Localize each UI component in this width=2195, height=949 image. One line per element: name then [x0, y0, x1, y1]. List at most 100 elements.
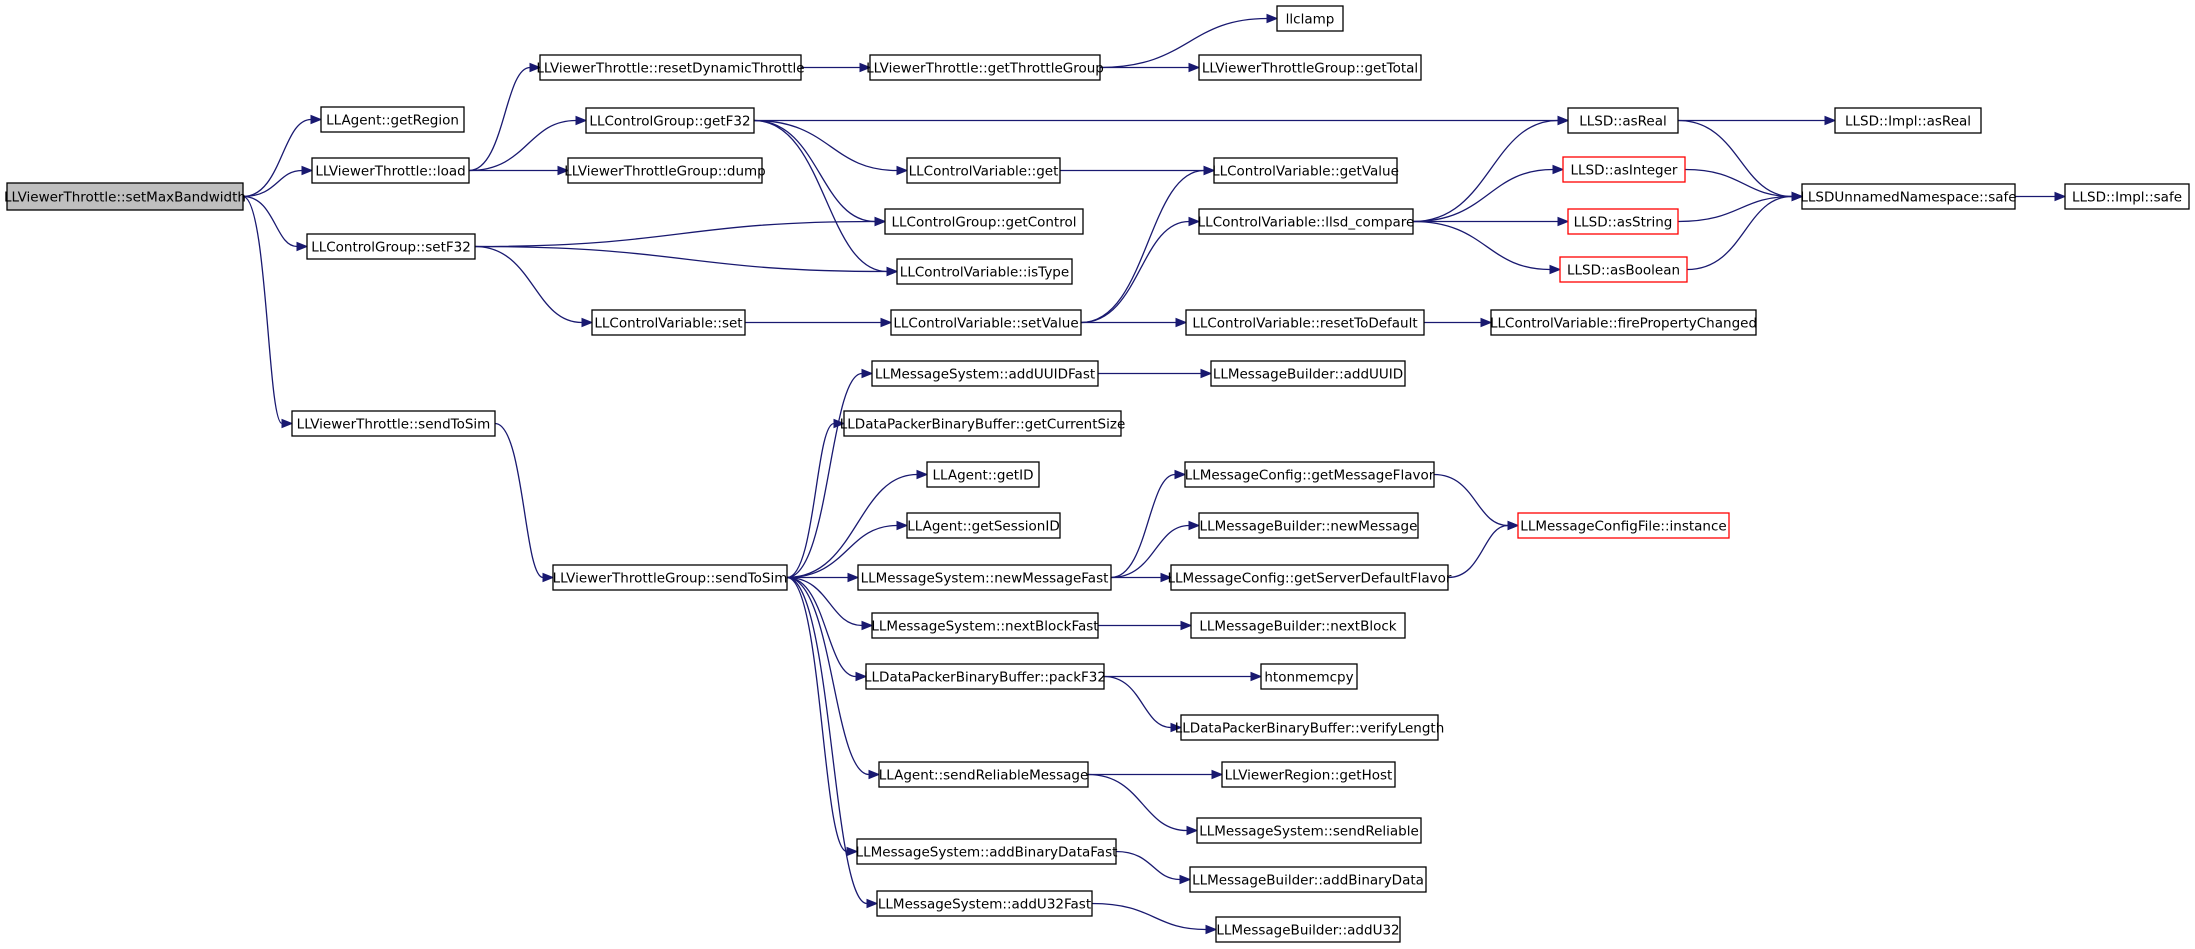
- edge-n9-n17: [786, 469, 929, 579]
- node-n10[interactable]: LLViewerThrottle::getThrottleGroup: [866, 54, 1104, 81]
- node-box: [306, 233, 476, 260]
- node-box: [1562, 156, 1686, 183]
- node-n3[interactable]: LLControlGroup::setF32: [306, 233, 476, 260]
- node-box: [1215, 916, 1401, 943]
- node-n8[interactable]: LLControlVariable::set: [591, 309, 746, 336]
- node-n12[interactable]: LLControlGroup::getControl: [884, 208, 1084, 235]
- edge-n9-n22: [786, 576, 881, 780]
- edge-n14-n27: [1080, 165, 1216, 324]
- node-n7[interactable]: LLViewerThrottleGroup::dump: [564, 157, 766, 184]
- node-n9[interactable]: LLViewerThrottleGroup::sendToSim: [552, 564, 788, 591]
- node-label: LLMessageBuilder::addUUID: [1213, 367, 1403, 383]
- edge-n5-n10: [801, 62, 872, 73]
- edge-n2-n7: [468, 165, 570, 176]
- arrowhead: [1174, 469, 1187, 480]
- edge-n4-n9: [494, 422, 555, 583]
- node-n37[interactable]: LLViewerRegion::getHost: [1221, 761, 1396, 788]
- node-box: [1559, 256, 1688, 283]
- node-n41[interactable]: LLSD::asReal: [1567, 107, 1679, 134]
- node-n36[interactable]: LLDataPackerBinaryBuffer::verifyLength: [1175, 714, 1445, 741]
- node-n23[interactable]: LLMessageSystem::addBinaryDataFast: [856, 838, 1118, 865]
- node-n30[interactable]: LLMessageBuilder::addUUID: [1210, 360, 1406, 387]
- node-n44[interactable]: LLSD::asBoolean: [1559, 256, 1688, 283]
- edge-n0-n1: [242, 114, 323, 198]
- edge-line: [468, 119, 577, 172]
- node-n1[interactable]: LLAgent::getRegion: [320, 106, 465, 133]
- node-n33[interactable]: LLMessageConfig::getServerDefaultFlavor: [1168, 564, 1452, 591]
- edge-n3-n13: [474, 245, 899, 277]
- node-label: LLControlVariable::firePropertyChanged: [1490, 316, 1757, 332]
- node-n21[interactable]: LLDataPackerBinaryBuffer::packF32: [864, 663, 1106, 690]
- arrowhead: [581, 317, 594, 328]
- node-n15[interactable]: LLMessageSystem::addUUIDFast: [871, 360, 1099, 387]
- edge-line: [786, 576, 870, 776]
- node-n47[interactable]: LLSD::Impl::asReal: [1834, 107, 1982, 134]
- node-box: [869, 54, 1101, 81]
- node-n0[interactable]: LLViewerThrottle::setMaxBandwidth: [4, 182, 246, 211]
- node-box: [1567, 107, 1679, 134]
- node-n14[interactable]: LLControlVariable::setValue: [890, 309, 1082, 336]
- edge-line: [474, 245, 583, 324]
- edge-line: [786, 473, 918, 579]
- node-n32[interactable]: LLMessageBuilder::newMessage: [1198, 512, 1419, 539]
- edge-n14-n28: [1080, 216, 1201, 324]
- node-label: LLViewerRegion::getHost: [1225, 768, 1393, 784]
- node-n4[interactable]: LLViewerThrottle::sendToSim: [291, 410, 496, 437]
- node-n19[interactable]: LLMessageSystem::newMessageFast: [857, 564, 1112, 591]
- node-n31[interactable]: LLMessageConfig::getMessageFlavor: [1184, 461, 1435, 488]
- node-label: LLViewerThrottle::getThrottleGroup: [866, 61, 1104, 77]
- node-n40[interactable]: LLMessageBuilder::addU32: [1215, 916, 1401, 943]
- node-n5[interactable]: LLViewerThrottle::resetDynamicThrottle: [536, 54, 805, 81]
- node-n35[interactable]: htonmemcpy: [1260, 663, 1358, 690]
- node-n34[interactable]: LLMessageBuilder::nextBlock: [1190, 612, 1406, 639]
- node-label: LLSD::asReal: [1579, 114, 1667, 130]
- node-n2[interactable]: LLViewerThrottle::load: [311, 157, 470, 184]
- node-n42[interactable]: LLSD::asInteger: [1562, 156, 1686, 183]
- edge-line: [786, 576, 868, 905]
- node-label: LLControlGroup::getF32: [589, 114, 750, 130]
- node-box: [320, 106, 465, 133]
- node-box: [585, 107, 755, 134]
- node-n46[interactable]: LLMessageConfigFile::instance: [1517, 512, 1730, 539]
- node-label: LLAgent::sendReliableMessage: [879, 768, 1089, 784]
- node-label: LLMessageConfigFile::instance: [1520, 519, 1726, 535]
- node-n20[interactable]: LLMessageSystem::nextBlockFast: [871, 612, 1099, 639]
- arrowhead: [866, 898, 879, 909]
- node-n29[interactable]: LLControlVariable::resetToDefault: [1185, 309, 1425, 336]
- edge-n15-n30: [1097, 368, 1213, 379]
- node-n26[interactable]: LLViewerThrottleGroup::getTotal: [1198, 54, 1422, 81]
- node-n39[interactable]: LLMessageBuilder::addBinaryData: [1189, 866, 1427, 893]
- node-n18[interactable]: LLAgent::getSessionID: [906, 512, 1061, 539]
- node-n38[interactable]: LLMessageSystem::sendReliable: [1196, 817, 1422, 844]
- edge-n22-n37: [1088, 769, 1224, 780]
- node-n24[interactable]: LLMessageSystem::addU32Fast: [876, 890, 1093, 917]
- edge-line: [242, 195, 283, 425]
- node-n16[interactable]: LLDataPackerBinaryBuffer::getCurrentSize: [840, 410, 1126, 437]
- edge-n3-n8: [474, 245, 594, 328]
- node-label: LLSD::asBoolean: [1567, 263, 1680, 279]
- edge-n20-n34: [1097, 620, 1193, 631]
- node-label: LLSDUnnamedNamespace::safe: [1800, 190, 2016, 206]
- node-n43[interactable]: LLSD::asString: [1567, 208, 1679, 235]
- node-n48[interactable]: LLSDUnnamedNamespace::safe: [1800, 183, 2017, 210]
- edge-n41-n47: [1678, 115, 1837, 126]
- edge-n6-n11: [753, 119, 909, 176]
- node-n49[interactable]: LLSD::Impl::safe: [2064, 183, 2190, 210]
- node-label: LLAgent::getID: [933, 468, 1034, 484]
- node-n17[interactable]: LLAgent::getID: [926, 461, 1040, 488]
- edge-n28-n44: [1412, 220, 1562, 275]
- arrowhead: [886, 266, 899, 277]
- node-n27[interactable]: LLControlVariable::getValue: [1212, 157, 1399, 184]
- arrowhead: [1188, 216, 1201, 227]
- arrowhead: [1266, 13, 1279, 24]
- node-n28[interactable]: LLControlVariable::llsd_compare: [1198, 208, 1415, 235]
- node-n11[interactable]: LLControlVariable::get: [906, 157, 1061, 184]
- node-label: LLMessageBuilder::nextBlock: [1199, 619, 1396, 635]
- node-n22[interactable]: LLAgent::sendReliableMessage: [878, 761, 1089, 788]
- node-n45[interactable]: LLControlVariable::firePropertyChanged: [1490, 309, 1757, 336]
- node-n13[interactable]: LLControlVariable::isType: [896, 258, 1073, 285]
- node-n6[interactable]: LLControlGroup::getF32: [585, 107, 755, 134]
- node-n25[interactable]: llclamp: [1276, 5, 1344, 32]
- node-label: LLMessageBuilder::addU32: [1216, 923, 1399, 939]
